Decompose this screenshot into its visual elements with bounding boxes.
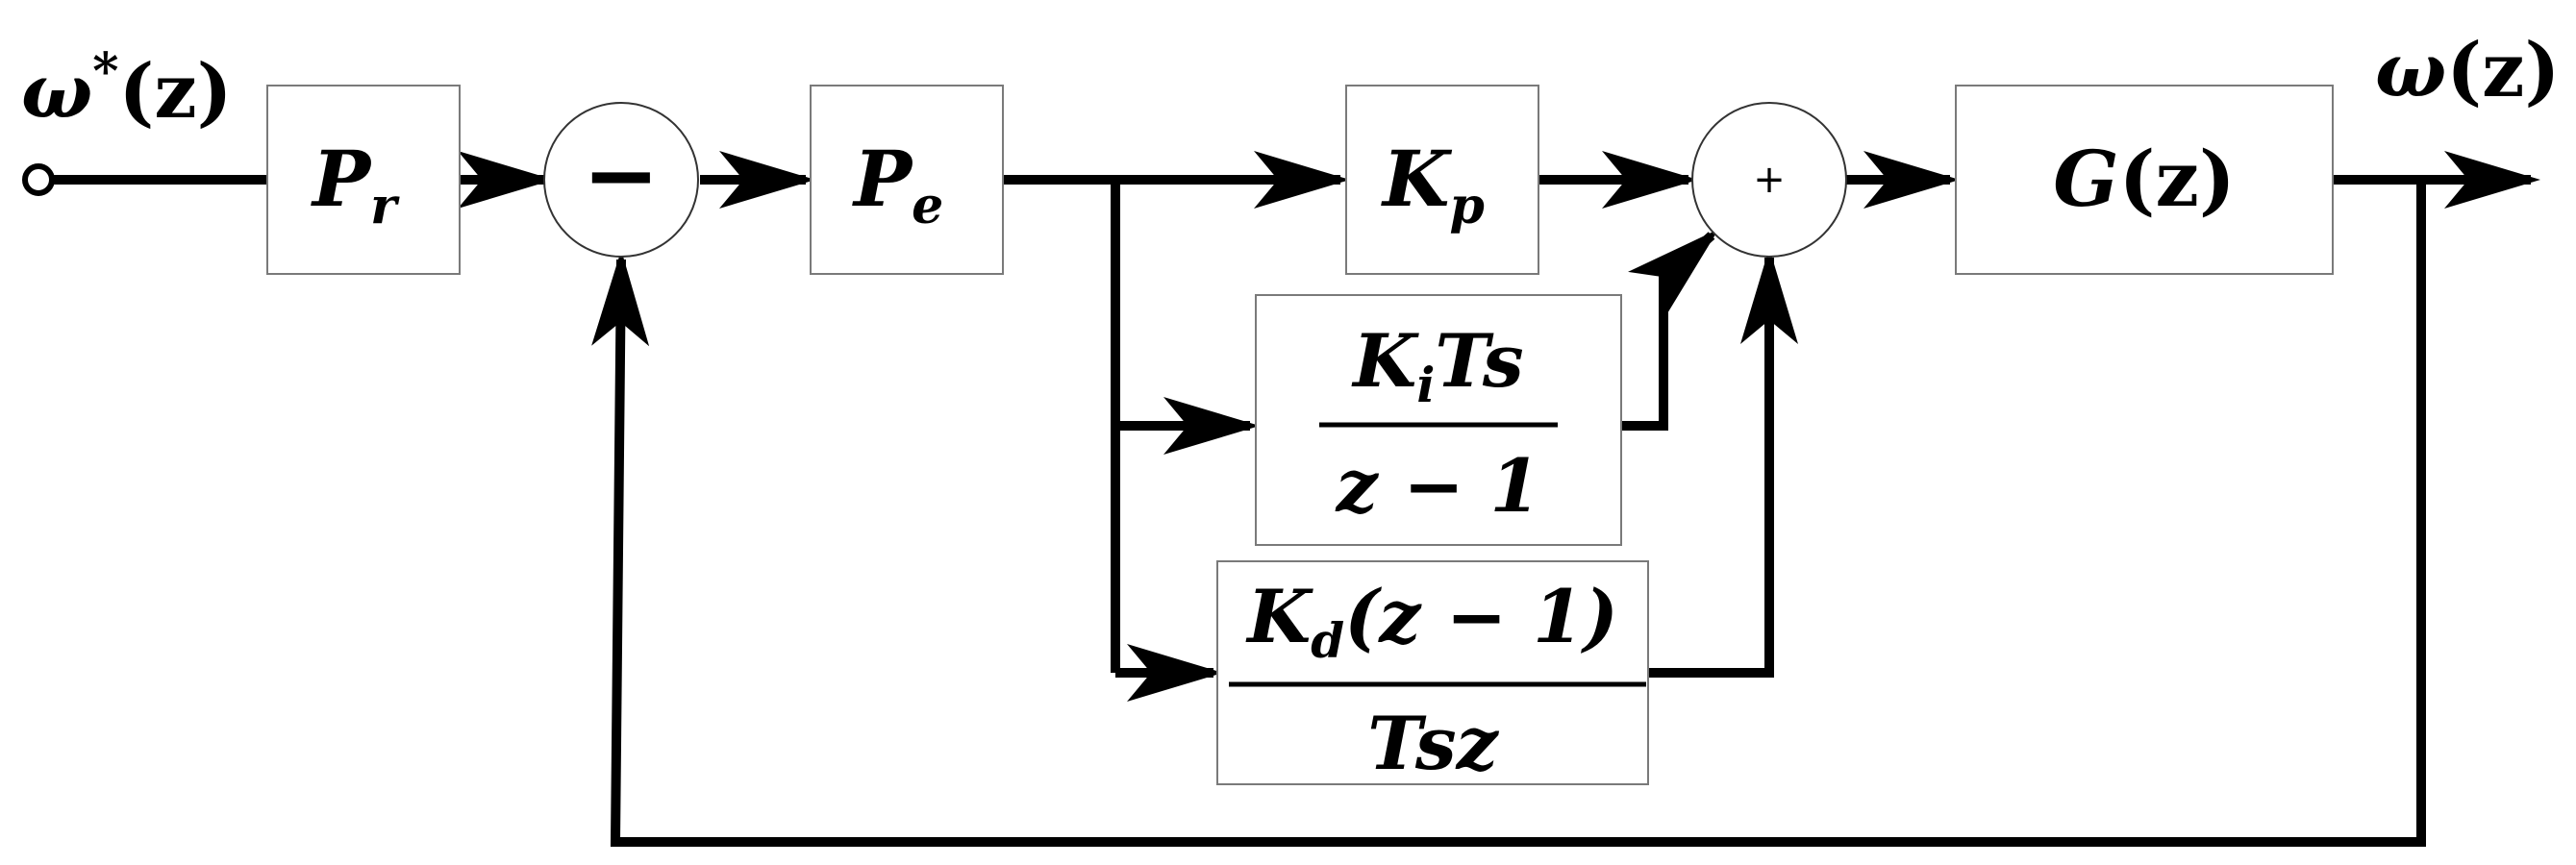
ki-denominator: z − 1 — [1335, 443, 1541, 529]
kd-denominator: Tsz — [1367, 701, 1499, 786]
sum-junction: + — [1691, 102, 1847, 258]
kp-block: Kp — [1345, 85, 1539, 275]
plant-label: G(z) — [2053, 134, 2235, 224]
error-summing-junction: − — [543, 102, 699, 258]
wire-feedback-loop — [591, 180, 2426, 847]
pr-block: Pr — [266, 85, 461, 275]
output-label: ω(z) — [2375, 27, 2560, 114]
kd-numerator: Kd(z − 1) — [1245, 574, 1618, 669]
plant-block: G(z) — [1955, 85, 2334, 275]
pe-label: Pe — [852, 134, 943, 235]
ki-block: KiTs z − 1 — [1255, 294, 1622, 546]
kp-label: Kp — [1381, 134, 1485, 235]
ki-numerator: KiTs — [1351, 318, 1523, 413]
connections — [53, 151, 2540, 847]
wire-ki-to-sum — [1621, 229, 1719, 431]
error-junction-sign: − — [583, 121, 660, 229]
pe-block: Pe — [810, 85, 1004, 275]
kd-block: Kd(z − 1) Tsz — [1216, 560, 1649, 786]
sum-junction-sign: + — [1753, 158, 1786, 202]
input-label: ω*(z) — [21, 42, 233, 136]
wire-kd-to-sum — [1648, 248, 1798, 678]
input-terminal — [22, 163, 55, 196]
pr-label: Pr — [311, 134, 400, 235]
